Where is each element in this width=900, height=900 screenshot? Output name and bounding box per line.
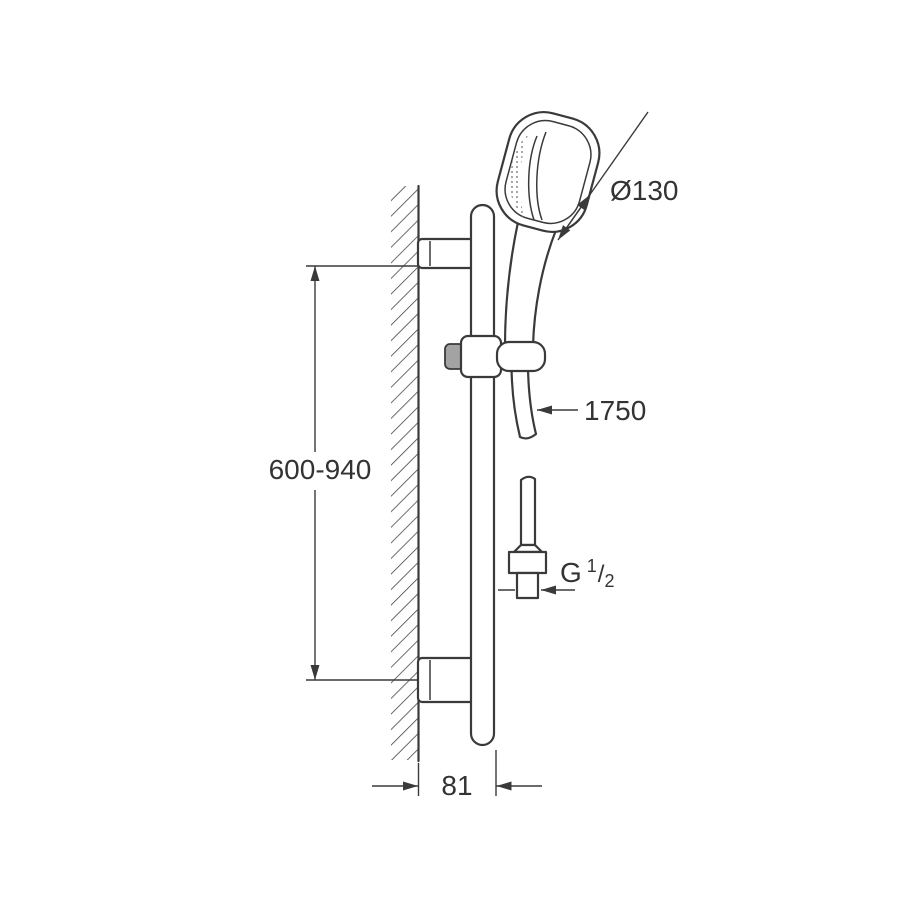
thread-denominator: 2 (604, 571, 614, 591)
dim-hose-length: 1750 (537, 395, 646, 426)
label-rail-height: 600-940 (269, 454, 372, 485)
spray-ring-arc-1 (527, 135, 538, 221)
glider-body (459, 334, 503, 379)
top-wall-bracket (416, 237, 476, 270)
label-hose-length: 1750 (584, 395, 646, 426)
shower-handle (503, 220, 558, 348)
hose-thread-end (515, 571, 540, 600)
wall (391, 184, 420, 763)
wall-hatching (391, 186, 418, 760)
shower-rail-assembly (416, 203, 496, 747)
hose-lower-assembly (507, 475, 548, 600)
hand-shower (495, 111, 601, 348)
slider-rail (469, 203, 496, 747)
label-wall-offset: 81 (441, 770, 472, 801)
dim-wall-offset: 81 (372, 750, 542, 801)
label-head-diameter: Ø130 (610, 175, 679, 206)
thread-numerator: 1 (587, 556, 597, 576)
hose-nut-knurl (507, 550, 548, 575)
glider-holder (444, 334, 547, 379)
bottom-wall-bracket (416, 656, 476, 704)
hose-lower-section (519, 475, 537, 547)
handshower-holder-band (495, 340, 547, 373)
dim-rail-height: 600-940 (269, 265, 419, 681)
spray-face-texture (509, 132, 529, 219)
thread-slash: / (598, 561, 605, 588)
spray-ring-arc-2 (536, 131, 547, 221)
diameter-arrow-upper (565, 194, 590, 230)
thread-prefix: G (560, 557, 582, 588)
dim-head-diameter: Ø130 (557, 111, 679, 241)
shower-face-inner-ring (504, 119, 592, 225)
shower-head-outline (495, 111, 601, 233)
